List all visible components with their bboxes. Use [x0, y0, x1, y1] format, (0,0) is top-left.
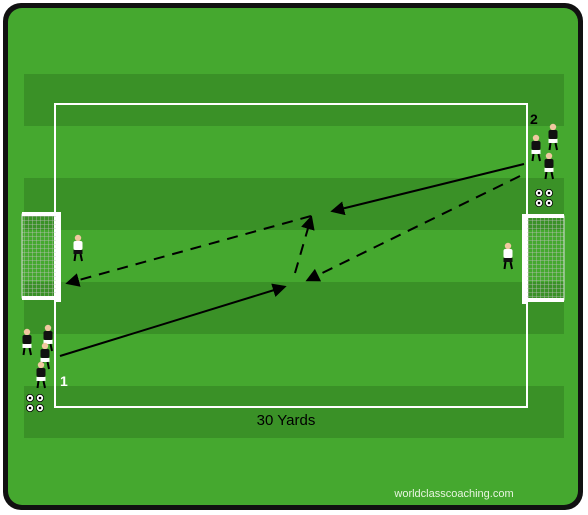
goalkeepers [73, 234, 513, 270]
pass-arrow-group-2 [330, 163, 525, 216]
group-2-player [548, 123, 558, 151]
group-2-ball [535, 188, 544, 197]
run-arrow-group-2 [305, 175, 521, 282]
group-1-number: 1 [60, 373, 68, 389]
group-2-ball [545, 188, 554, 197]
grass-stripes [24, 74, 564, 438]
group-2-player [544, 152, 554, 180]
group-1-players [22, 324, 53, 389]
group-2-balls [535, 188, 554, 207]
group-2-ball [535, 198, 544, 207]
run-arrow-to-left-goal [65, 215, 312, 287]
distance-label: 30 Yards [257, 412, 316, 429]
group-1-player [36, 361, 46, 389]
group-1-player [43, 324, 53, 352]
left-goal [21, 212, 61, 302]
group-2-number: 2 [530, 111, 538, 127]
group-1-player [22, 328, 32, 356]
movement-arrows [59, 163, 525, 357]
pass-arrow-group-1 [59, 283, 287, 357]
group-1-ball [36, 403, 45, 412]
right-goalkeeper [503, 242, 513, 270]
group-1-ball [25, 403, 34, 412]
right-goal [522, 214, 565, 304]
group-2-ball [545, 198, 554, 207]
group-2-players [531, 123, 558, 180]
group-1-balls [25, 393, 45, 412]
group-2-player [531, 134, 541, 162]
grass-pitch [8, 8, 578, 505]
group-1-ball [36, 393, 45, 402]
group-1-ball [25, 393, 34, 402]
watermark: worldclasscoaching.com [393, 488, 513, 500]
left-goalkeeper [73, 234, 83, 262]
run-arrow-group-1 [294, 215, 315, 274]
